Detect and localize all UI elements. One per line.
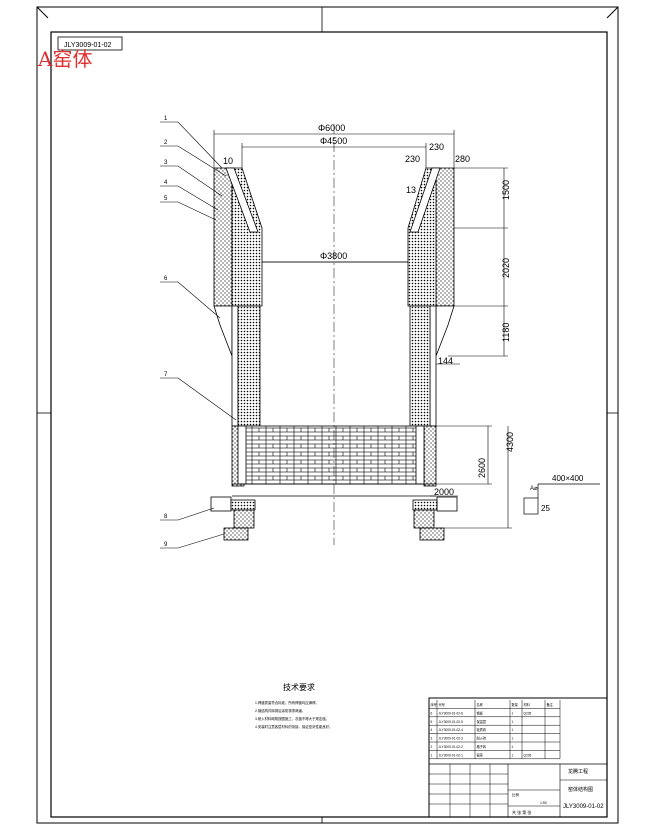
- parts-header-cell: 代号: [439, 702, 445, 707]
- leader-9: 9: [164, 542, 168, 548]
- note-line-2: 2.钢结构件除锈后涂防锈漆两道。: [255, 708, 305, 713]
- parts-cell: 保温层: [477, 719, 487, 724]
- parts-cell: 耐火砖: [477, 736, 487, 741]
- note-line-1: 1.焊缝质量符合标准，所有焊缝均应满焊。: [255, 700, 319, 705]
- leader-4: 4: [164, 180, 168, 186]
- kiln-right-wall: [407, 167, 455, 487]
- scale-value: 1:50: [540, 801, 547, 805]
- parts-cell: 格子砖: [477, 744, 487, 749]
- dim-height-2600: 2600: [477, 458, 487, 478]
- dimension-texts: Φ6000 Φ4500 Φ3800 10 230 230 280 13 144 …: [223, 123, 515, 497]
- parts-cell: 4: [431, 728, 433, 732]
- parts-cell: 窑壳: [477, 752, 484, 757]
- dim-wall-13: 13: [406, 185, 416, 195]
- parts-cell: 1: [512, 737, 514, 741]
- parts-list: [429, 700, 561, 760]
- leader-lines: [160, 121, 237, 549]
- parts-cell: 1: [512, 728, 514, 732]
- parts-cell: JLY3009-01-02-4: [439, 728, 464, 732]
- dim-mid-diameter: Φ4500: [320, 136, 347, 146]
- parts-cell: 1: [512, 753, 514, 757]
- notes-title: 技术要求: [283, 682, 315, 692]
- parts-header-cell: 材料: [524, 702, 531, 707]
- dim-outer-diameter: Φ6000: [318, 123, 345, 133]
- detail-a-label: A⌀: [530, 486, 538, 492]
- detail-a-size: 400×400: [552, 474, 584, 483]
- note-line-4: 4.安装时注意各层材料的衔接，保证密封性能良好。: [255, 724, 332, 729]
- company-name: 龙腾工程: [568, 768, 588, 775]
- red-title: A窑体: [37, 47, 92, 71]
- dim-wall-230-right: 230: [429, 142, 444, 152]
- dim-wall-10: 10: [223, 156, 233, 166]
- parts-cell: JLY3009-01-02-5: [439, 720, 464, 724]
- detail-a: [523, 483, 600, 515]
- drawing-number: JLY3009-01-02: [563, 804, 604, 810]
- parts-cell: JLY3009-01-02-3: [439, 737, 464, 741]
- parts-cell: 1: [512, 711, 514, 715]
- leader-1: 1: [164, 116, 168, 122]
- dim-wall-230-left: 230: [405, 154, 420, 164]
- dim-inner-diameter: Φ3800: [320, 251, 347, 261]
- leader-7: 7: [164, 372, 168, 378]
- parts-header-cell: 序号: [431, 702, 437, 707]
- parts-cell: JLY3009-01-02-2: [439, 745, 464, 749]
- leader-5: 5: [164, 196, 168, 202]
- dim-height-1500: 1500: [501, 180, 511, 200]
- leader-numbers: 1 2 3 4 5 6 7 8 9: [164, 116, 168, 548]
- parts-cell: JLY3009-01-02-1: [439, 753, 464, 757]
- drawing-frame: [36, 6, 619, 824]
- dim-height-2020: 2020: [501, 258, 511, 278]
- scale-label: 比例: [512, 792, 520, 797]
- dimension-lines: [213, 130, 512, 529]
- parts-cell: 5: [431, 720, 433, 724]
- dim-wall-280: 280: [455, 154, 470, 164]
- notes-lines: 1.焊缝质量符合标准，所有焊缝均应满焊。 2.钢结构件除锈后涂防锈漆两道。 3.…: [255, 700, 332, 729]
- parts-cell: Q235: [524, 753, 532, 757]
- title-block: [428, 697, 608, 818]
- detail-a-value: 25: [541, 504, 550, 513]
- parts-cell: 1: [512, 745, 514, 749]
- dim-width-2000: 2000: [434, 487, 454, 497]
- dim-offset-144: 144: [438, 356, 453, 366]
- parts-cell: 1: [431, 753, 433, 757]
- checker-brick-zone: [237, 425, 425, 485]
- note-line-3: 3.耐火材料砌筑按图施工，灰缝不得大于规定值。: [255, 716, 329, 721]
- parts-cell: 钢板: [477, 710, 484, 715]
- leader-2: 2: [164, 140, 168, 146]
- parts-cell: JLY3009-01-02-6: [439, 711, 464, 715]
- parts-cell: 1: [512, 720, 514, 724]
- dim-height-1180: 1180: [501, 323, 511, 342]
- dim-height-4300: 4300: [505, 432, 515, 452]
- parts-header-cell: 备注: [547, 702, 554, 707]
- parts-cell: 2: [431, 745, 433, 749]
- sheet-info: 共 张 第 张: [512, 809, 531, 815]
- parts-cell: 6: [431, 711, 433, 715]
- bottom-pipes: [210, 496, 458, 541]
- leader-3: 3: [164, 160, 168, 166]
- drawing-code-label: JLY3009-01-02: [64, 42, 111, 49]
- parts-cell: 轻质砖: [477, 727, 487, 732]
- parts-cell: 3: [431, 737, 433, 741]
- leader-6: 6: [164, 276, 168, 282]
- parts-header-cell: 数量: [512, 702, 519, 707]
- parts-cell: Q235: [524, 711, 532, 715]
- drawing-name: 窑体结构图: [568, 786, 593, 793]
- parts-header-cell: 名称: [477, 702, 484, 707]
- leader-8: 8: [164, 514, 168, 520]
